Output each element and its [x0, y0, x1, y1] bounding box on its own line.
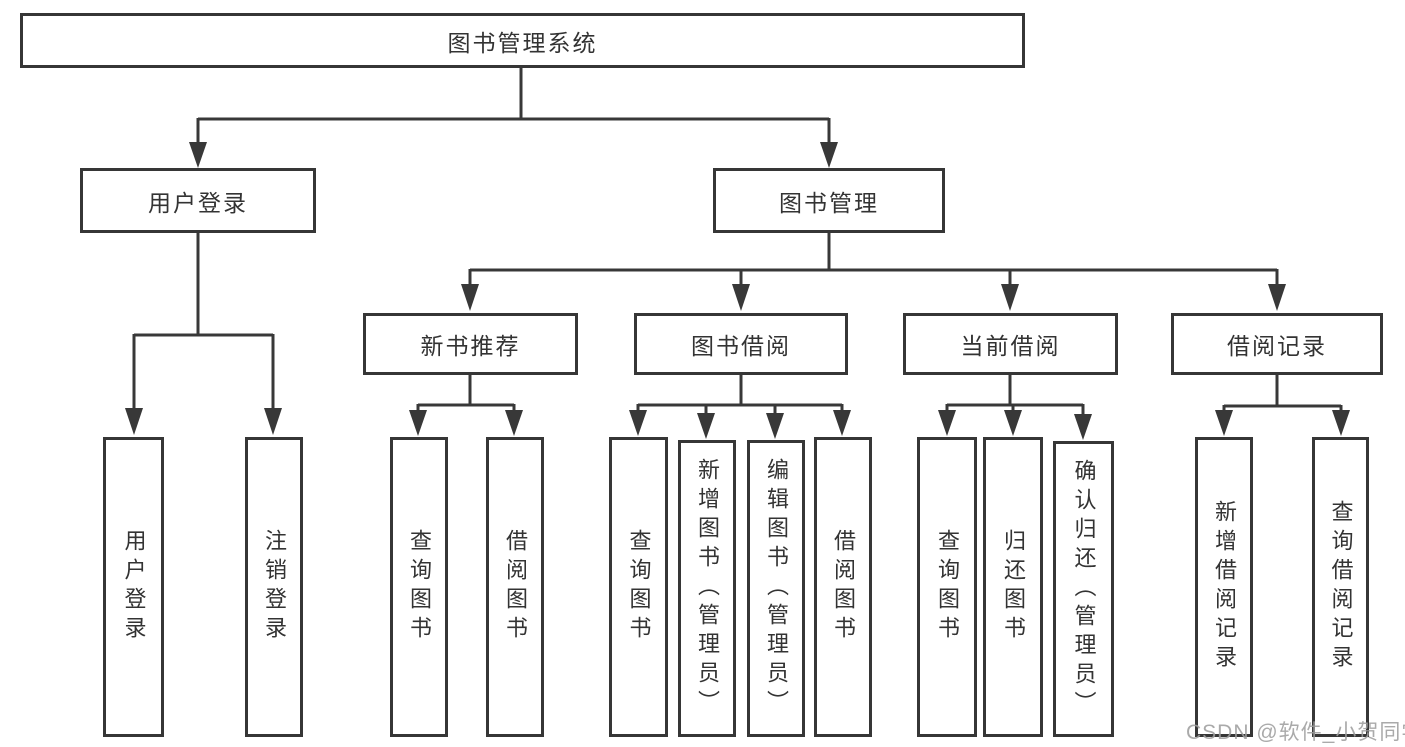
leaf-user-login: 用户登录 — [103, 437, 164, 737]
edge-borrow-records-children — [1215, 373, 1350, 436]
edge-root-to-branches — [189, 66, 838, 168]
leaf-query-books-3: 查询图书 — [917, 437, 977, 737]
leaf-confirm-return-admin: 确认归还（管理员） — [1053, 441, 1114, 737]
node-current-borrowing: 当前借阅 — [903, 313, 1118, 375]
leaf-add-borrow-record: 新增借阅记录 — [1195, 437, 1253, 737]
edge-current-borrow-children — [938, 373, 1092, 440]
leaf-query-borrow-record: 查询借阅记录 — [1312, 437, 1369, 737]
leaf-logout: 注销登录 — [245, 437, 303, 737]
node-book-management: 图书管理 — [713, 168, 945, 233]
leaf-borrow-books-2: 借阅图书 — [814, 437, 872, 737]
csdn-watermark: CSDN @软件_小贺同学 — [1186, 721, 1405, 744]
edge-new-book-children — [409, 373, 523, 436]
node-library-system: 图书管理系统 — [20, 13, 1025, 68]
leaf-query-books-1: 查询图书 — [390, 437, 448, 737]
leaf-edit-book-admin: 编辑图书（管理员） — [747, 440, 805, 737]
edge-book-mgmt-children — [461, 231, 1286, 311]
leaf-borrow-books-1: 借阅图书 — [486, 437, 544, 737]
node-borrow-records: 借阅记录 — [1171, 313, 1383, 375]
edge-book-borrow-children — [629, 373, 851, 439]
node-book-borrowing: 图书借阅 — [634, 313, 848, 375]
leaf-query-books-2: 查询图书 — [609, 437, 668, 737]
leaf-return-books: 归还图书 — [983, 437, 1043, 737]
edge-user-login-children — [125, 231, 282, 435]
leaf-add-book-admin: 新增图书（管理员） — [678, 440, 736, 737]
node-new-book-recommend: 新书推荐 — [363, 313, 578, 375]
node-user-login: 用户登录 — [80, 168, 316, 233]
